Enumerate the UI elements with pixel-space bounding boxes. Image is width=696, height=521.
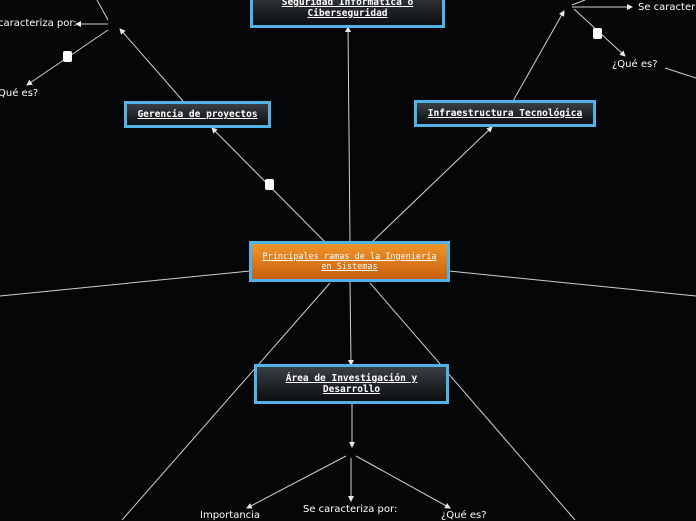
label-inv-caracteriza[interactable]: Se caracteriza por: <box>303 504 398 515</box>
line-hub-que-es2 <box>355 455 451 509</box>
line-gerencia-hub <box>119 28 184 102</box>
label-gerencia-caracteriza[interactable]: caracteriza por: <box>0 18 77 29</box>
line-infra-right <box>664 67 696 79</box>
node-seguridad-label: Seguridad Informática o Ciberseguridad <box>281 0 414 19</box>
line-central-bottom-left <box>121 282 331 520</box>
line-hub-importancia <box>246 455 347 509</box>
label-inv-importancia[interactable]: Importancia <box>200 510 261 521</box>
drag-handle-gerencia[interactable] <box>265 179 274 190</box>
node-seguridad[interactable]: Seguridad Informática o Ciberseguridad <box>250 0 445 28</box>
label-gerencia-que-es[interactable]: Qué es? <box>0 88 39 99</box>
node-central[interactable]: Principales ramas de la Ingeniería en Si… <box>249 241 450 282</box>
node-gerencia[interactable]: Gerencia de proyectos <box>124 101 271 128</box>
line-hub-top <box>96 0 109 21</box>
node-investigacion-label: Área de Investigación y Desarrollo <box>285 373 418 395</box>
line-central-left <box>0 270 251 297</box>
node-gerencia-label: Gerencia de proyectos <box>137 109 258 120</box>
node-investigacion[interactable]: Área de Investigación y Desarrollo <box>254 364 449 404</box>
node-central-label: Principales ramas de la Ingeniería en Si… <box>262 251 437 272</box>
drag-handle-infraestructura-hub[interactable] <box>593 28 602 39</box>
label-infra-que-es[interactable]: ¿Qué es? <box>612 59 658 70</box>
line-central-seguridad <box>345 26 352 243</box>
line-central-right <box>448 270 696 297</box>
label-inv-que-es[interactable]: ¿Qué es? <box>441 510 487 521</box>
line-hub-infra-top <box>571 0 586 6</box>
node-infraestructura[interactable]: Infraestructura Tecnológica <box>414 100 596 127</box>
line-infra-hub <box>512 10 565 102</box>
label-infra-caracteriza[interactable]: Se caracter <box>638 2 696 13</box>
node-infraestructura-label: Infraestructura Tecnológica <box>427 108 583 119</box>
line-central-investigacion <box>347 281 354 366</box>
line-central-infraestructura <box>371 126 493 243</box>
line-central-bottom-right <box>369 282 576 520</box>
drag-handle-gerencia-hub[interactable] <box>63 51 72 62</box>
